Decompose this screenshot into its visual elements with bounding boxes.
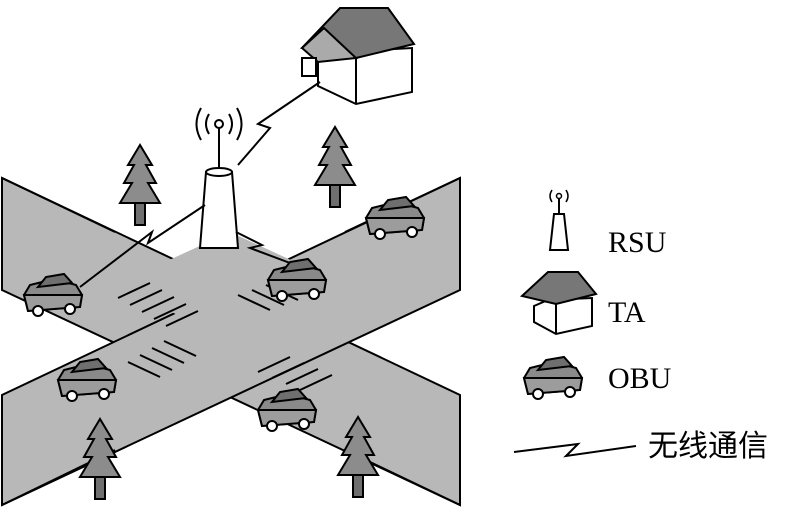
crosswalk-west (117, 282, 199, 327)
wireless-link-icon (79, 204, 206, 288)
legend-wireless-icon (513, 442, 637, 458)
road-diagonal-b (1, 176, 461, 507)
legend-obu-label: OBU (608, 362, 672, 395)
legend: RSU TA OBU 无线通信 (513, 189, 768, 464)
intersection (115, 232, 345, 340)
tree-icon (119, 144, 161, 226)
crosswalk-south (127, 340, 197, 378)
wireless-link-icon (235, 231, 299, 267)
legend-ta-icon (519, 271, 598, 336)
legend-rsu-icon (548, 189, 570, 251)
legend-ta-label: TA (608, 296, 646, 329)
tree-icon (314, 126, 356, 208)
wireless-links (79, 81, 321, 288)
legend-wireless-label: 无线通信 (648, 429, 768, 464)
wireless-link-icon (237, 81, 321, 166)
legend-rsu-label: RSU (608, 226, 667, 259)
house-icon (300, 7, 416, 106)
legend-obu-icon (523, 356, 583, 400)
crosswalk-east (257, 356, 333, 391)
rsu-antenna-icon (195, 107, 243, 249)
